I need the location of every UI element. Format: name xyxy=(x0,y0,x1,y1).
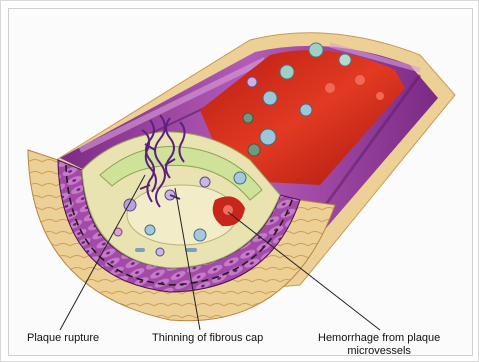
label-hemorrhage-line1: Hemorrhage from plaque xyxy=(318,332,440,345)
label-plaque-rupture: Plaque rupture xyxy=(27,332,99,345)
label-thinning-fibrous-cap: Thinning of fibrous cap xyxy=(152,332,263,345)
label-hemorrhage: Hemorrhage from plaque microvessels xyxy=(318,332,440,358)
label-hemorrhage-line2: microvessels xyxy=(318,345,440,358)
